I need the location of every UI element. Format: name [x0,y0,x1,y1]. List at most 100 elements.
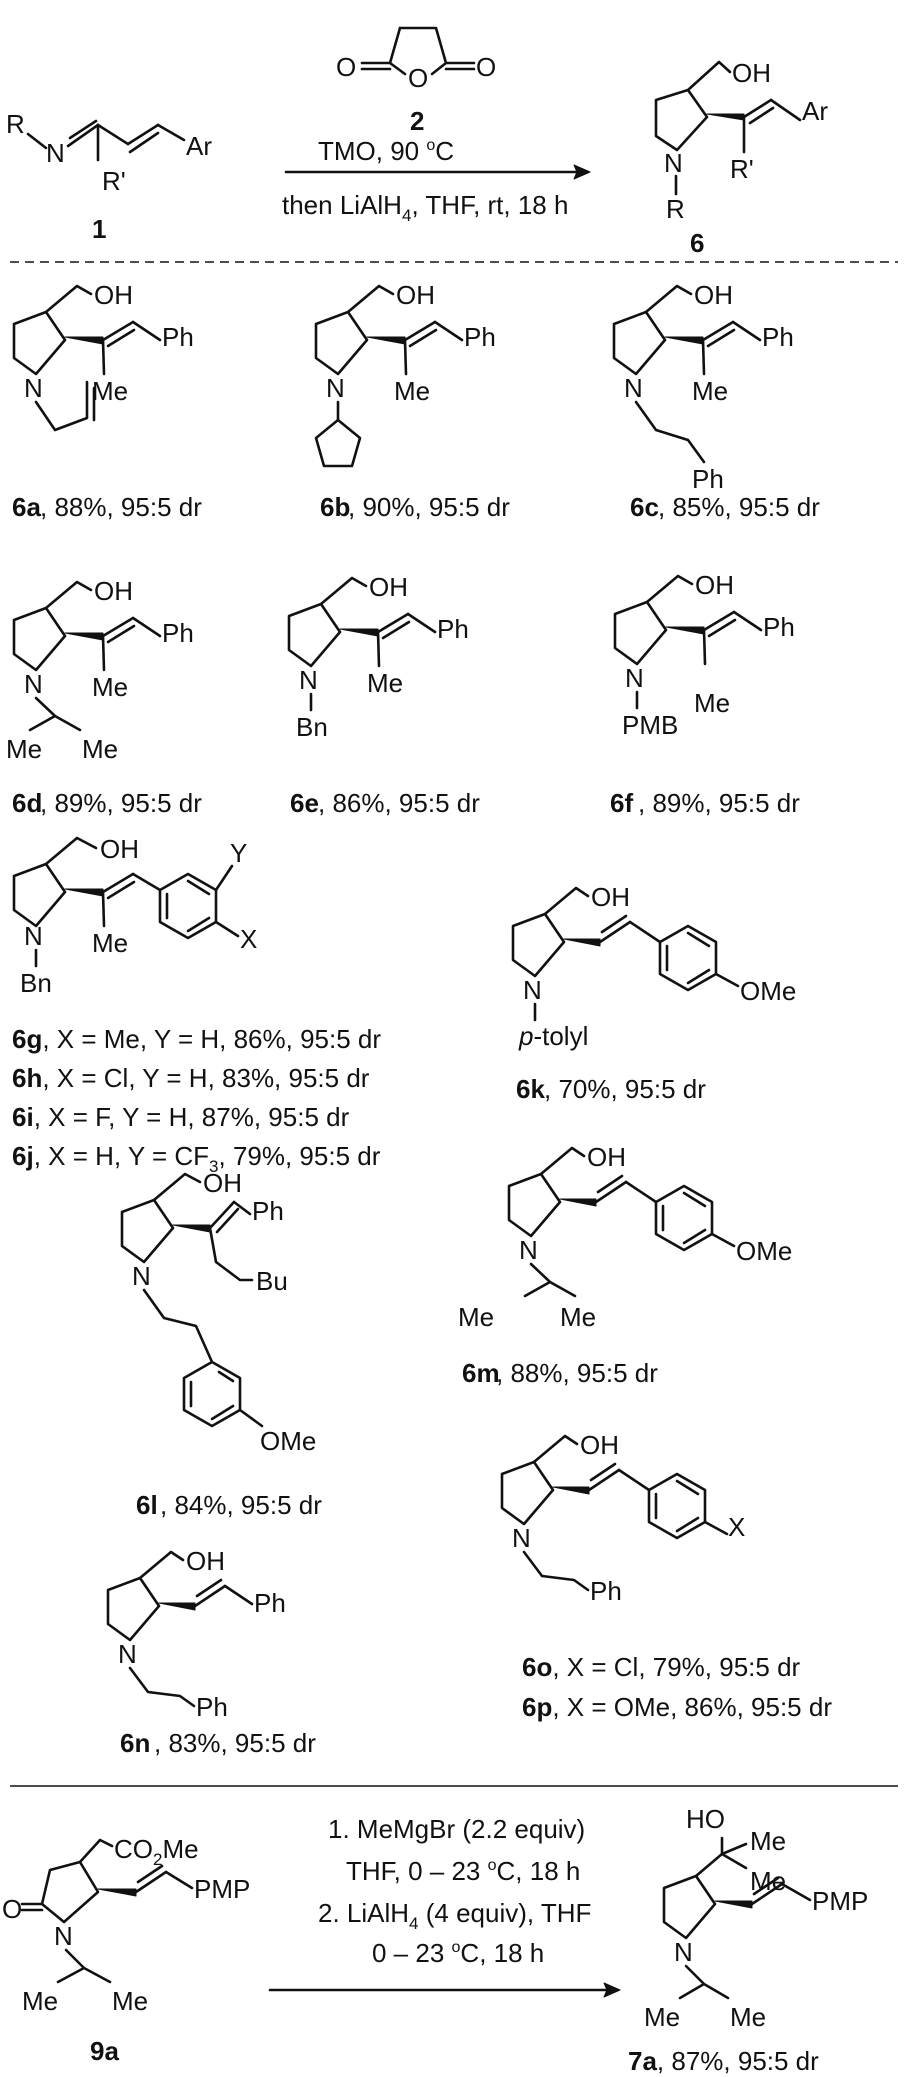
product-general-6: OH Ar R' N R 6 [654,58,828,258]
label-OH: OH [580,1430,619,1460]
label-CO2Me: CO2Me [114,1834,199,1869]
label-Me: Me [692,376,728,406]
label-N: N [624,373,643,403]
label-OH: OH [587,1142,626,1172]
compound-data-6m: , 88%, 95:5 dr [496,1358,658,1388]
compound-id-6n: 6n [120,1728,150,1758]
compound-data-6b: , 90%, 95:5 dr [348,492,510,522]
label-Ph: Ph [464,322,496,352]
label-R: R [6,109,25,139]
product-6m: OH OMe N Me Me 6m , 88%, 95:5 dr [458,1142,792,1388]
product-7a: HO Me Me PMP N Me Me 7a, 87%, 95:5 dr [628,1804,868,2076]
label-OH: OH [94,576,133,606]
starting-material-9a: O CO2Me PMP N Me Me 9a [2,1834,250,2066]
compound-id-6e: 6e [290,788,319,818]
label-OH: OH [694,280,733,310]
label-Bu: Bu [256,1266,288,1296]
compound-row-6p: 6p, X = OMe, 86%, 95:5 dr [522,1692,832,1722]
step-1: 1. MeMgBr (2.2 equiv) [328,1814,585,1844]
label-N: N [24,669,43,699]
product-group-6g-6j: OH Me N Bn Y X 6g, X = Me, Y = H, 86%, 9… [12,834,381,1176]
label-Me: Me [92,376,128,406]
label-Me-1: Me [750,1826,786,1856]
label-R: R [666,194,685,224]
label-N: N [54,1921,73,1951]
label-O-ring: O [408,63,428,93]
label-Me: Me [694,688,730,718]
label-Me-b: Me [730,2002,766,2032]
compound-number-2: 2 [410,106,424,136]
step-2-conditions: 0 – 23 oC, 18 h [372,1938,544,1968]
product-6l: OH Ph Bu N OMe 6l , 84%, 95:5 dr [120,1168,322,1520]
product-group-6o-6p: OH X N Ph 6o, X = Cl, 79%, 95:5 dr 6p, X… [500,1430,832,1722]
label-Ph-chain: Ph [692,464,724,494]
label-N: N [326,373,345,403]
label-Me-b: Me [560,1302,596,1332]
label-Ph: Ph [762,322,794,352]
compound-row-6j: 6j, X = H, Y = CF3, 79%, 95:5 dr [12,1141,381,1176]
compound-number-9a: 9a [90,2036,119,2066]
label-Y: Y [230,838,247,868]
label-OH: OH [186,1546,225,1576]
label-Bn: Bn [20,968,52,998]
label-N: N [24,373,43,403]
product-6f: OH Ph Me N PMB 6f , 89%, 95:5 dr [610,570,800,818]
label-Ph: Ph [162,322,194,352]
compound-row-6o: 6o, X = Cl, 79%, 95:5 dr [522,1652,801,1682]
product-6a: OH Ph Me N 6a , 88%, 95:5 dr [12,280,202,522]
compound-row-7a: 7a, 87%, 95:5 dr [628,2046,819,2076]
label-N: N [523,975,542,1005]
reactant-succinic-anhydride-2: O O O 2 [336,26,496,136]
label-Me-b: Me [112,1986,148,2016]
label-OH: OH [203,1168,242,1198]
compound-number-6: 6 [690,228,704,258]
reactant-imine-1: R N Ar R' 1 [6,109,212,244]
label-Me: Me [92,672,128,702]
compound-row-6h: 6h, X = Cl, Y = H, 83%, 95:5 dr [12,1063,370,1093]
label-HO: HO [686,1804,725,1834]
reaction-conditions-2: 1. MeMgBr (2.2 equiv) THF, 0 – 23 oC, 18… [268,1814,621,1998]
label-X: X [728,1512,745,1542]
label-N: N [625,663,644,693]
product-6d: OH Ph Me N Me Me 6d , 89%, 95:5 dr [6,576,202,818]
compound-data-6f: , 89%, 95:5 dr [638,788,800,818]
label-O: O [2,1894,22,1924]
label-OH: OH [591,882,630,912]
label-Rp: R' [102,166,126,196]
label-Rp: R' [730,154,754,184]
compound-id-6a: 6a [12,492,41,522]
label-OH: OH [695,570,734,600]
compound-id-6d: 6d [12,788,42,818]
label-N: N [46,138,65,168]
label-PMP: PMP [812,1886,868,1916]
label-OH: OH [732,58,771,88]
label-N: N [24,921,43,951]
label-N: N [299,665,318,695]
compound-id-6l: 6l [136,1490,158,1520]
label-Me-2: Me [750,1866,786,1896]
label-Me-b: Me [82,734,118,764]
product-6n: OH Ph N Ph 6n , 83%, 95:5 dr [106,1546,316,1758]
label-Me-a: Me [6,734,42,764]
label-Me: Me [92,928,128,958]
label-Ph: Ph [162,618,194,648]
label-Me-a: Me [458,1302,494,1332]
label-Me-a: Me [644,2002,680,2032]
label-Ph: Ph [763,612,795,642]
label-N: N [132,1261,151,1291]
label-O-left: O [336,52,356,82]
label-O-right: O [476,52,496,82]
step-2: 2. LiAlH4 (4 equiv), THF [318,1898,591,1933]
label-N: N [674,1937,693,1967]
label-Ph: Ph [437,614,469,644]
compound-data-6n: , 83%, 95:5 dr [154,1728,316,1758]
label-OMe: OMe [736,1236,792,1266]
label-Me: Me [394,376,430,406]
product-6c: OH Ph Me N Ph 6c , 85%, 95:5 dr [612,280,820,522]
product-6k: OH OMe N p-tolyl 6k , 70%, 95:5 dr [511,882,796,1104]
label-Me-a: Me [22,1986,58,2016]
step-1-conditions: THF, 0 – 23 oC, 18 h [346,1856,580,1886]
compound-id-6m: 6m [462,1358,500,1388]
label-Ar: Ar [186,131,212,161]
label-OMe: OMe [260,1426,316,1456]
